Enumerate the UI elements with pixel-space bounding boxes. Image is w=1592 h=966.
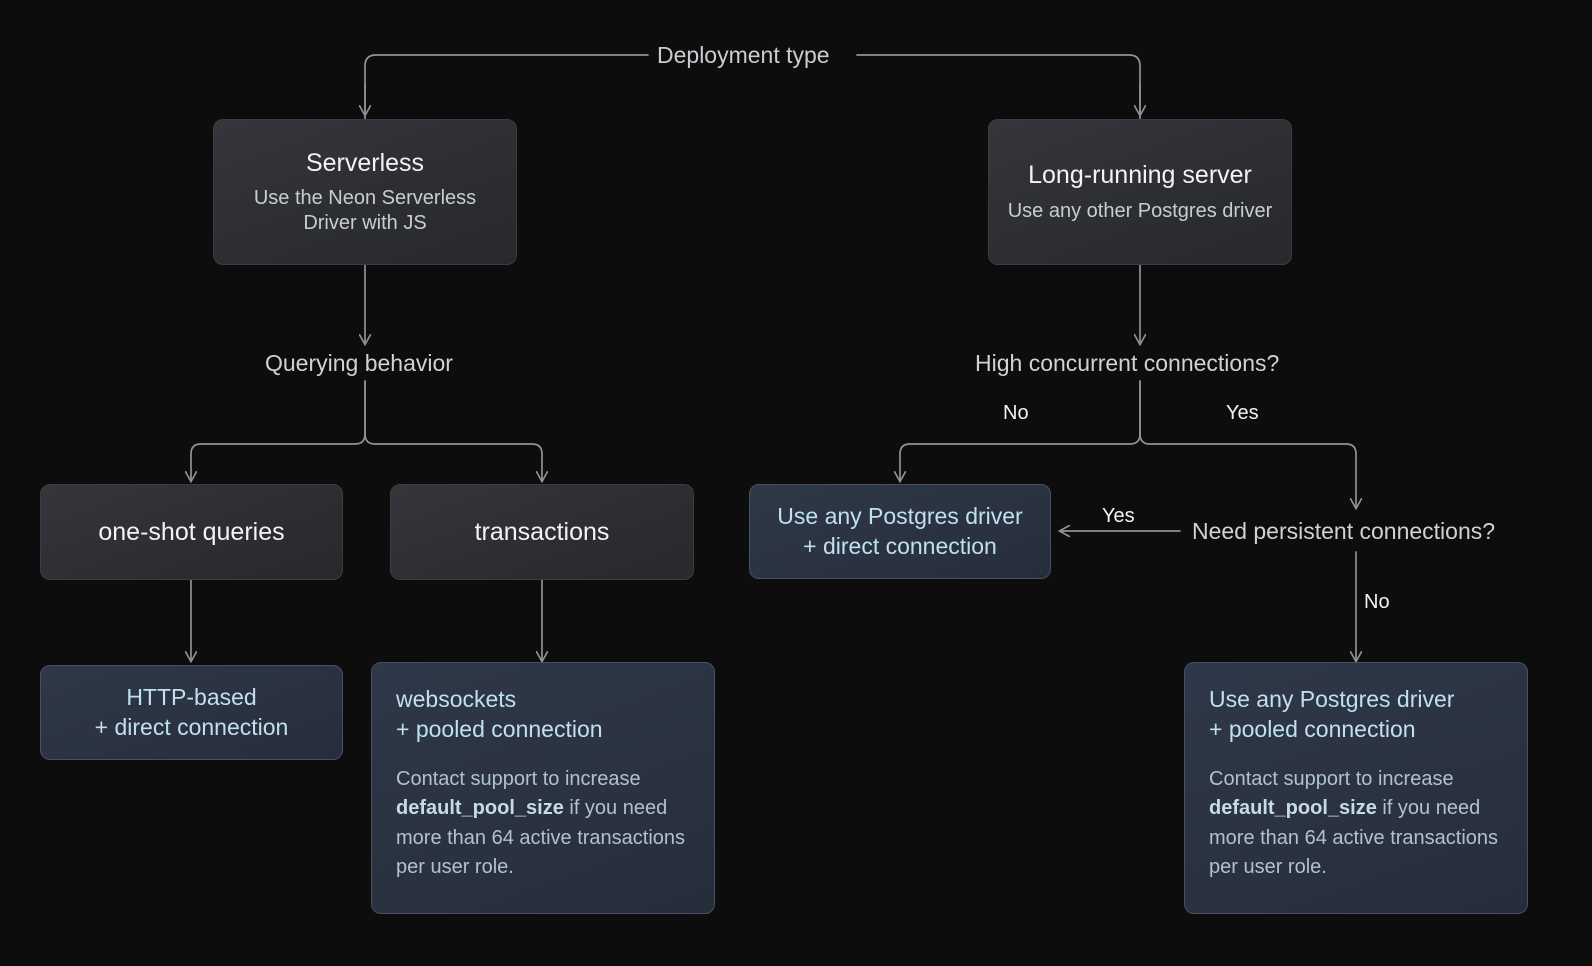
node-pg-driver-direct-title: Use any Postgres driver + direct connect… — [777, 502, 1023, 559]
node-transactions-title: transactions — [474, 517, 610, 546]
decision-high-concurrent-connections: High concurrent connections? — [975, 350, 1280, 376]
root-label: Deployment type — [657, 42, 830, 68]
wire-root-right — [856, 54, 1141, 120]
node-serverless[interactable]: Serverless Use the Neon Serverless Drive… — [213, 119, 517, 265]
node-serverless-title: Serverless — [305, 148, 425, 177]
node-pg-driver-direct[interactable]: Use any Postgres driver + direct connect… — [749, 484, 1051, 579]
note-text-before: Contact support to increase — [396, 767, 641, 790]
node-one-shot-queries-title: one-shot queries — [98, 517, 285, 546]
node-transactions[interactable]: transactions — [390, 484, 694, 580]
node-one-shot-queries[interactable]: one-shot queries — [40, 484, 343, 580]
node-pg-driver-pooled[interactable]: Use any Postgres driver + pooled connect… — [1184, 662, 1528, 914]
node-pg-driver-pooled-note: Contact support to increase default_pool… — [1209, 765, 1503, 883]
note-text-after: if you need more than 64 active transact… — [396, 797, 686, 878]
edge-label-persistent-no: No — [1364, 591, 1390, 613]
edge-label-concurrent-no: No — [1003, 402, 1029, 424]
node-long-running-server[interactable]: Long-running server Use any other Postgr… — [988, 119, 1292, 265]
node-http-direct[interactable]: HTTP-based + direct connection — [40, 665, 343, 760]
node-serverless-subtitle: Use the Neon Serverless Driver with JS — [253, 187, 477, 235]
note-code-default-pool-size: default_pool_size — [1209, 797, 1377, 820]
node-pg-driver-pooled-title: Use any Postgres driver + pooled connect… — [1209, 686, 1455, 742]
note-text-after: if you need more than 64 active transact… — [1209, 797, 1499, 878]
note-code-default-pool-size: default_pool_size — [396, 797, 564, 820]
edge-label-persistent-yes: Yes — [1102, 505, 1135, 527]
node-http-direct-title: HTTP-based + direct connection — [94, 683, 289, 740]
wire-root-left — [364, 54, 649, 120]
wire-querying-to-oneshot — [191, 380, 366, 481]
node-websockets-pooled[interactable]: websockets + pooled connection Contact s… — [371, 662, 715, 914]
node-long-running-title: Long-running server — [1028, 161, 1252, 190]
decision-need-persistent-connections: Need persistent connections? — [1192, 518, 1496, 544]
wire-concurrent-no — [900, 380, 1141, 481]
wire-querying-to-transactions — [364, 380, 542, 481]
node-websockets-pooled-note: Contact support to increase default_pool… — [396, 765, 690, 883]
note-text-before: Contact support to increase — [1209, 767, 1454, 790]
decision-querying-behavior: Querying behavior — [265, 350, 453, 376]
wire-concurrent-yes — [1139, 380, 1356, 508]
node-websockets-pooled-title: websockets + pooled connection — [396, 686, 603, 742]
edge-label-concurrent-yes: Yes — [1226, 402, 1259, 424]
node-long-running-subtitle: Use any other Postgres driver — [1007, 199, 1273, 222]
